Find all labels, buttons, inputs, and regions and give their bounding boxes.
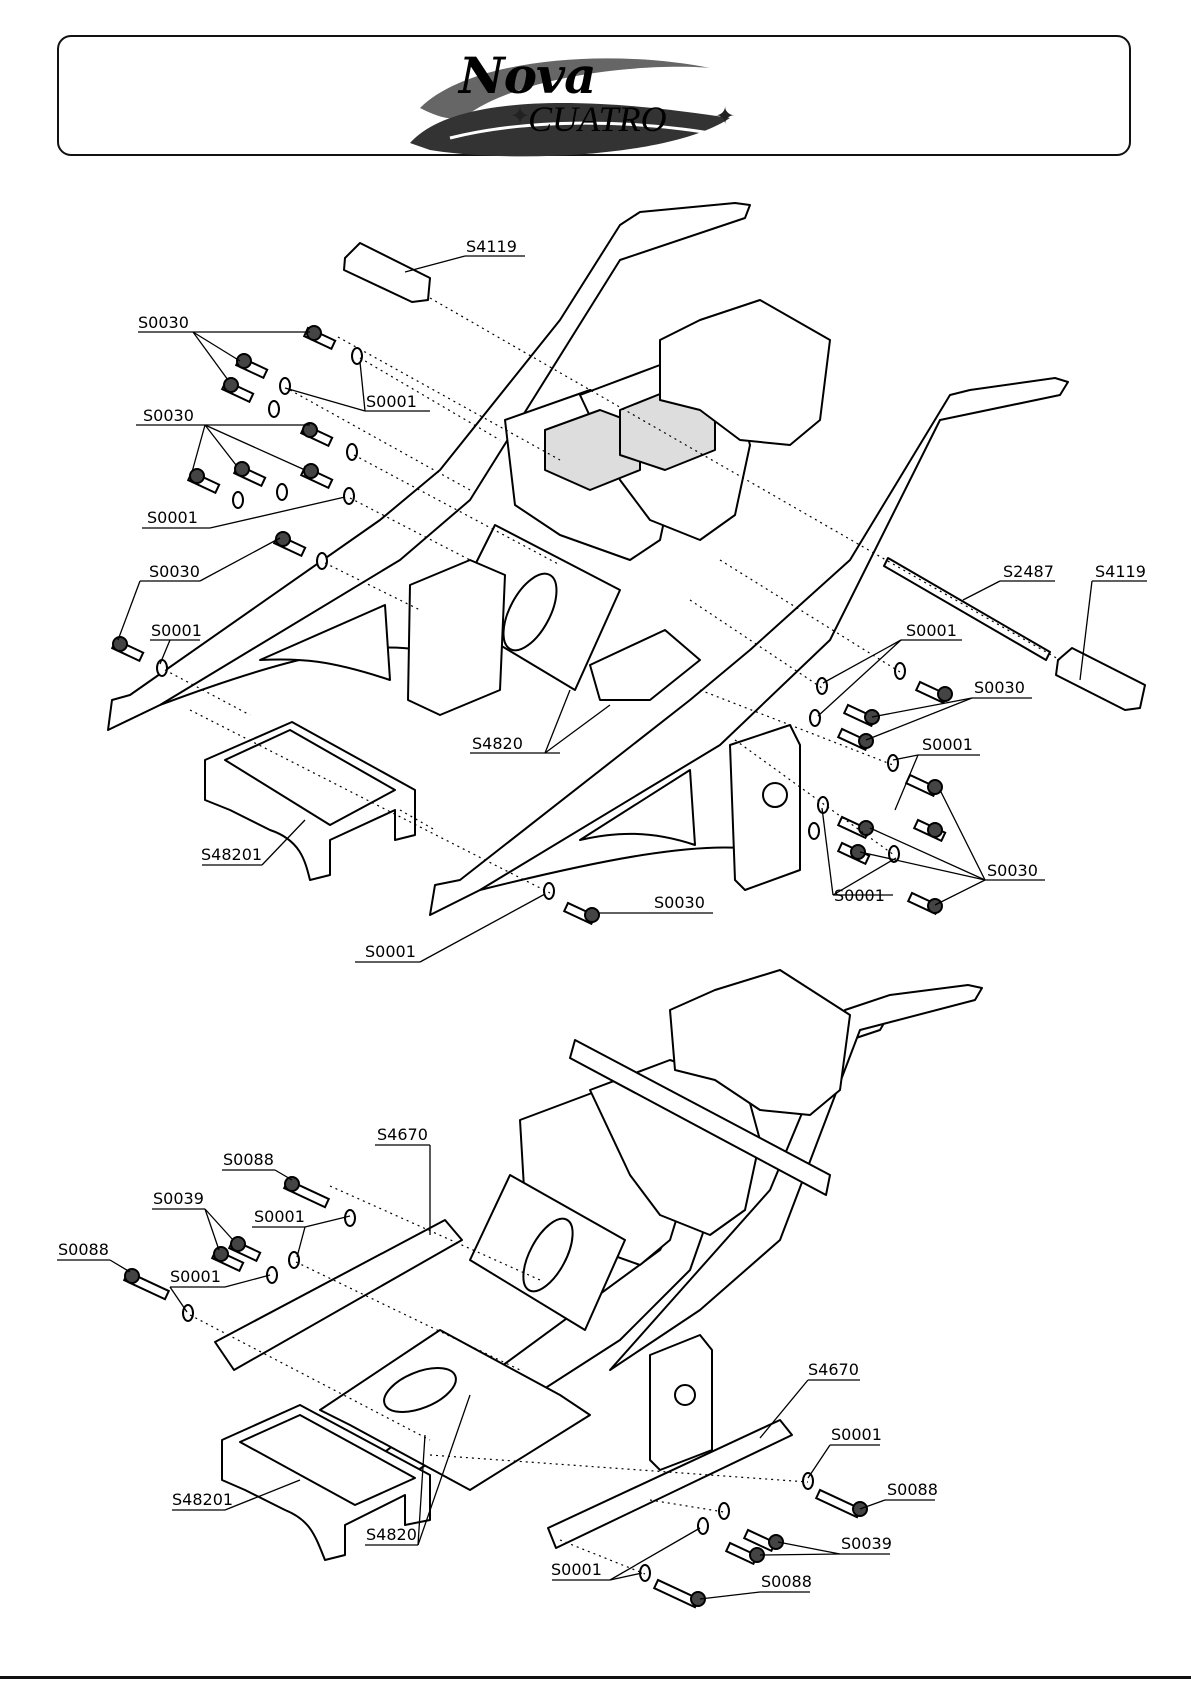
washer: [347, 444, 357, 460]
part-label: S0001: [147, 508, 198, 527]
screw: [726, 1543, 764, 1564]
screw: [301, 464, 332, 488]
part-label: S4670: [808, 1360, 859, 1379]
cross-plate: [590, 630, 700, 700]
washer: [698, 1518, 708, 1534]
part-label: S48201: [172, 1490, 233, 1509]
screw: [274, 532, 305, 556]
washer: [544, 883, 554, 899]
part-label: S0030: [149, 562, 200, 581]
page-bottom-rule: [0, 1676, 1191, 1679]
part-label: S0030: [138, 313, 189, 332]
washer: [895, 663, 905, 679]
part-label: S48201: [201, 845, 262, 864]
part-label: S0001: [834, 886, 885, 905]
screw: [914, 820, 945, 841]
part-label: S0001: [254, 1207, 305, 1226]
part-label: S4119: [1095, 562, 1146, 581]
part-label: S4820: [366, 1525, 417, 1544]
washer: [719, 1503, 729, 1519]
screw: [234, 462, 265, 486]
washer: [888, 755, 898, 771]
screw: [844, 705, 879, 726]
part-label: S4119: [466, 237, 517, 256]
part-label: S0088: [223, 1150, 274, 1169]
screw: [654, 1580, 705, 1607]
servo-unit: [408, 560, 505, 715]
part-label: S0001: [151, 621, 202, 640]
screw: [236, 354, 267, 378]
spacer: [1056, 648, 1145, 710]
washer: [352, 348, 362, 364]
screw: [301, 423, 332, 446]
part-label: S0039: [841, 1534, 892, 1553]
washer: [233, 492, 243, 508]
part-label: S0030: [987, 861, 1038, 880]
servo-unit: [730, 725, 800, 890]
washer: [317, 553, 327, 569]
screw: [906, 775, 942, 796]
part-label: S0030: [654, 893, 705, 912]
part-label: S0001: [366, 392, 417, 411]
part-label: S0088: [761, 1572, 812, 1591]
screw: [222, 378, 253, 402]
spacer: [344, 243, 430, 302]
part-label: S0001: [365, 942, 416, 961]
washer: [344, 488, 354, 504]
part-label: S0030: [143, 406, 194, 425]
washer: [803, 1473, 813, 1489]
part-label: S2487: [1003, 562, 1054, 581]
part-label: S4820: [472, 734, 523, 753]
screw: [564, 903, 599, 924]
screw: [124, 1269, 169, 1299]
washer: [157, 660, 167, 676]
washer: [280, 378, 290, 394]
washer: [809, 823, 819, 839]
part-label: S4670: [377, 1125, 428, 1144]
part-label: S0001: [831, 1425, 882, 1444]
screw: [284, 1177, 329, 1207]
screw: [816, 1490, 867, 1517]
part-label: S0001: [922, 735, 973, 754]
screw: [744, 1530, 783, 1551]
part-label: S0001: [551, 1560, 602, 1579]
screw: [304, 326, 335, 349]
part-label: S0088: [58, 1240, 109, 1259]
screw: [188, 469, 219, 493]
washer: [345, 1210, 355, 1226]
part-label: S0001: [906, 621, 957, 640]
servo-horn: [675, 1385, 695, 1405]
part-label: S0039: [153, 1189, 204, 1208]
washer: [817, 678, 827, 694]
part-label: S0030: [974, 678, 1025, 697]
part-label: S0088: [887, 1480, 938, 1499]
washer: [818, 797, 828, 813]
washer: [277, 484, 287, 500]
screw: [838, 817, 873, 838]
washer: [269, 401, 279, 417]
screw: [916, 682, 952, 703]
washer: [810, 710, 820, 726]
screw: [112, 637, 143, 661]
servo-horn: [763, 783, 787, 807]
part-label: S0001: [170, 1267, 221, 1286]
